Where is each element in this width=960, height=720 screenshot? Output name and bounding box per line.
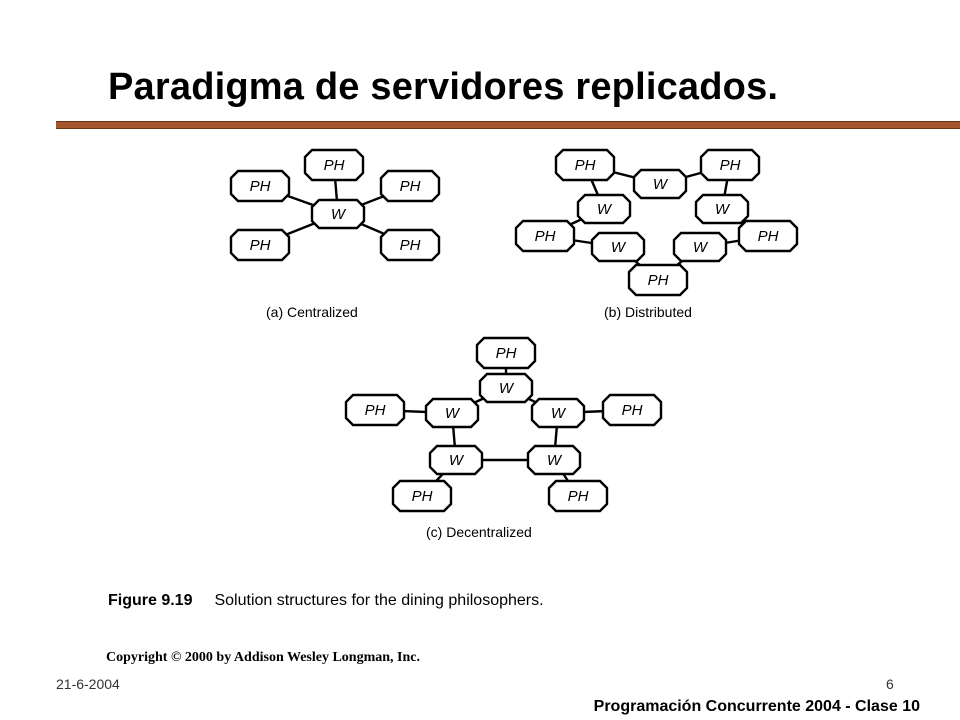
figure-number: Figure 9.19: [108, 592, 193, 609]
distributed-node-ph1: PH: [554, 148, 616, 182]
centralized-node-shape-ph5: [379, 228, 441, 262]
centralized-node-ph1: PH: [303, 148, 365, 182]
decentralized-node-w3: W: [530, 397, 586, 429]
decentralized-node-w2: W: [424, 397, 480, 429]
decentralized-node-label-w5: W: [547, 452, 563, 469]
decentralized-node-shape-w5: [526, 444, 582, 476]
centralized-node-label-ph4: PH: [250, 237, 271, 254]
centralized-node-ph4: PH: [229, 228, 291, 262]
caption-distributed: (b) Distributed: [604, 304, 692, 320]
distributed-node-ph3: PH: [737, 219, 799, 253]
centralized-node-shape-w: [310, 198, 366, 230]
decentralized-node-w1: W: [478, 372, 534, 404]
distributed-node-shape-w2: [694, 193, 750, 225]
centralized-node-label-w: W: [331, 206, 347, 223]
centralized-node-shape-ph4: [229, 228, 291, 262]
distributed-node-label-w3: W: [693, 239, 709, 256]
distributed-node-shape-w1: [632, 168, 688, 200]
distributed-node-ph2: PH: [699, 148, 761, 182]
decentralized-node-label-ph5: PH: [568, 488, 589, 505]
figure-text: Solution structures for the dining philo…: [214, 592, 544, 609]
centralized-node-ph2: PH: [229, 169, 291, 203]
slide-title: Paradigma de servidores replicados.: [108, 66, 779, 108]
decentralized-node-w4: W: [428, 444, 484, 476]
decentralized-node-label-w3: W: [551, 405, 567, 422]
distributed-node-w2: W: [694, 193, 750, 225]
centralized-node-shape-ph1: [303, 148, 365, 182]
page-number: 6: [886, 676, 894, 692]
decentralized-node-ph2: PH: [344, 393, 406, 427]
decentralized-node-shape-ph2: [344, 393, 406, 427]
caption-decentralized: (c) Decentralized: [426, 524, 532, 540]
footer-date: 21-6-2004: [56, 676, 120, 692]
distributed-node-shape-w5: [576, 193, 632, 225]
decentralized-node-shape-w2: [424, 397, 480, 429]
copyright-notice: Copyright © 2000 by Addison Wesley Longm…: [106, 650, 420, 665]
distributed-node-label-w1: W: [653, 176, 669, 193]
decentralized-node-ph4: PH: [391, 479, 453, 513]
distributed-node-label-w4: W: [611, 239, 627, 256]
centralized-node-label-ph5: PH: [400, 237, 421, 254]
decentralized-node-w5: W: [526, 444, 582, 476]
decentralized-node-label-w2: W: [445, 405, 461, 422]
distributed-node-w5: W: [576, 193, 632, 225]
decentralized-node-shape-ph3: [601, 393, 663, 427]
decentralized-node-label-ph2: PH: [365, 402, 386, 419]
centralized-node-w: W: [310, 198, 366, 230]
decentralized-node-ph1: PH: [475, 336, 537, 370]
distributed-node-label-w2: W: [715, 201, 731, 218]
distributed-node-label-ph5: PH: [535, 228, 556, 245]
decentralized-node-ph3: PH: [601, 393, 663, 427]
distributed-node-ph4: PH: [627, 263, 689, 297]
decentralized-node-shape-w3: [530, 397, 586, 429]
decentralized-node-shape-ph5: [547, 479, 609, 513]
distributed-node-shape-ph3: [737, 219, 799, 253]
distributed-node-ph5: PH: [514, 219, 576, 253]
caption-centralized: (a) Centralized: [266, 304, 358, 320]
distributed-node-label-ph1: PH: [575, 157, 596, 174]
distributed-node-shape-w4: [590, 231, 646, 263]
distributed-node-shape-ph2: [699, 148, 761, 182]
centralized-node-shape-ph2: [229, 169, 291, 203]
diagram-distributed: PH PH PH PH PH W W W W W: [514, 148, 799, 297]
distributed-node-label-ph3: PH: [758, 228, 779, 245]
diagram-centralized: W PH PH PH PH PH: [229, 148, 441, 262]
centralized-node-label-ph1: PH: [324, 157, 345, 174]
decentralized-node-shape-w4: [428, 444, 484, 476]
decentralized-node-shape-ph4: [391, 479, 453, 513]
centralized-node-label-ph3: PH: [400, 178, 421, 195]
decentralized-node-label-ph4: PH: [412, 488, 433, 505]
title-divider: [56, 121, 960, 129]
course-title: Programación Concurrente 2004 - Clase 10: [593, 698, 920, 715]
distributed-node-label-w5: W: [597, 201, 613, 218]
centralized-node-shape-ph3: [379, 169, 441, 203]
distributed-node-label-ph4: PH: [648, 272, 669, 289]
decentralized-node-ph5: PH: [547, 479, 609, 513]
decentralized-node-shape-w1: [478, 372, 534, 404]
decentralized-node-label-w1: W: [499, 380, 515, 397]
distributed-node-shape-w3: [672, 231, 728, 263]
distributed-node-shape-ph5: [514, 219, 576, 253]
distributed-node-w4: W: [590, 231, 646, 263]
centralized-node-ph5: PH: [379, 228, 441, 262]
distributed-node-w1: W: [632, 168, 688, 200]
diagram-decentralized: PH PH PH PH PH W W W W W: [344, 336, 663, 513]
distributed-node-w3: W: [672, 231, 728, 263]
distributed-node-shape-ph4: [627, 263, 689, 297]
decentralized-node-shape-ph1: [475, 336, 537, 370]
centralized-node-label-ph2: PH: [250, 178, 271, 195]
centralized-node-ph3: PH: [379, 169, 441, 203]
distributed-node-shape-ph1: [554, 148, 616, 182]
figure-caption: Figure 9.19 Solution structures for the d…: [108, 592, 544, 610]
decentralized-node-label-w4: W: [449, 452, 465, 469]
decentralized-node-label-ph1: PH: [496, 345, 517, 362]
decentralized-node-label-ph3: PH: [622, 402, 643, 419]
distributed-node-label-ph2: PH: [720, 157, 741, 174]
